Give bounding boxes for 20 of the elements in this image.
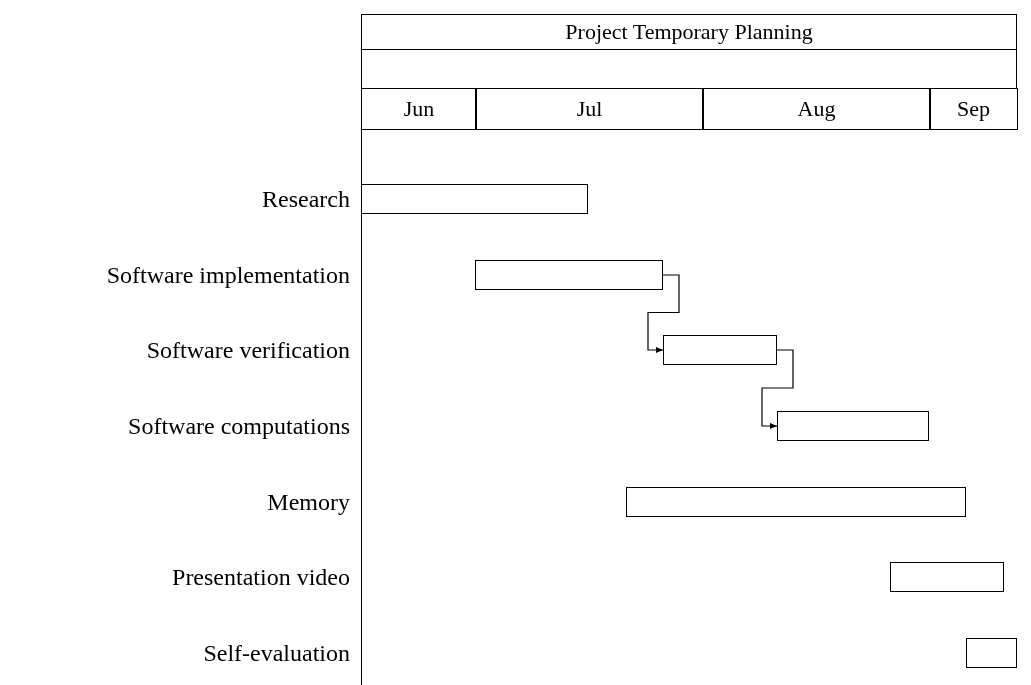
task-bar bbox=[626, 487, 966, 517]
month-header: Sep bbox=[929, 88, 1018, 130]
task-label: Research bbox=[262, 185, 350, 214]
task-bar bbox=[475, 260, 663, 290]
task-bar bbox=[663, 335, 777, 365]
task-bar bbox=[777, 411, 929, 441]
task-label: Self-evaluation bbox=[203, 639, 350, 668]
task-bar bbox=[966, 638, 1017, 668]
month-header: Jul bbox=[475, 88, 704, 130]
task-label: Software implementation bbox=[106, 261, 350, 290]
task-bar bbox=[361, 184, 588, 214]
dependency-arrow bbox=[647, 274, 680, 353]
month-header: Aug bbox=[702, 88, 931, 130]
task-label: Memory bbox=[267, 488, 350, 517]
task-label: Presentation video bbox=[172, 563, 350, 592]
task-label: Software verification bbox=[146, 336, 350, 365]
task-label: Software computations bbox=[128, 412, 350, 441]
task-bar bbox=[890, 562, 1004, 592]
chart-title: Project Temporary Planning bbox=[361, 14, 1017, 50]
dependency-arrow bbox=[761, 349, 794, 429]
